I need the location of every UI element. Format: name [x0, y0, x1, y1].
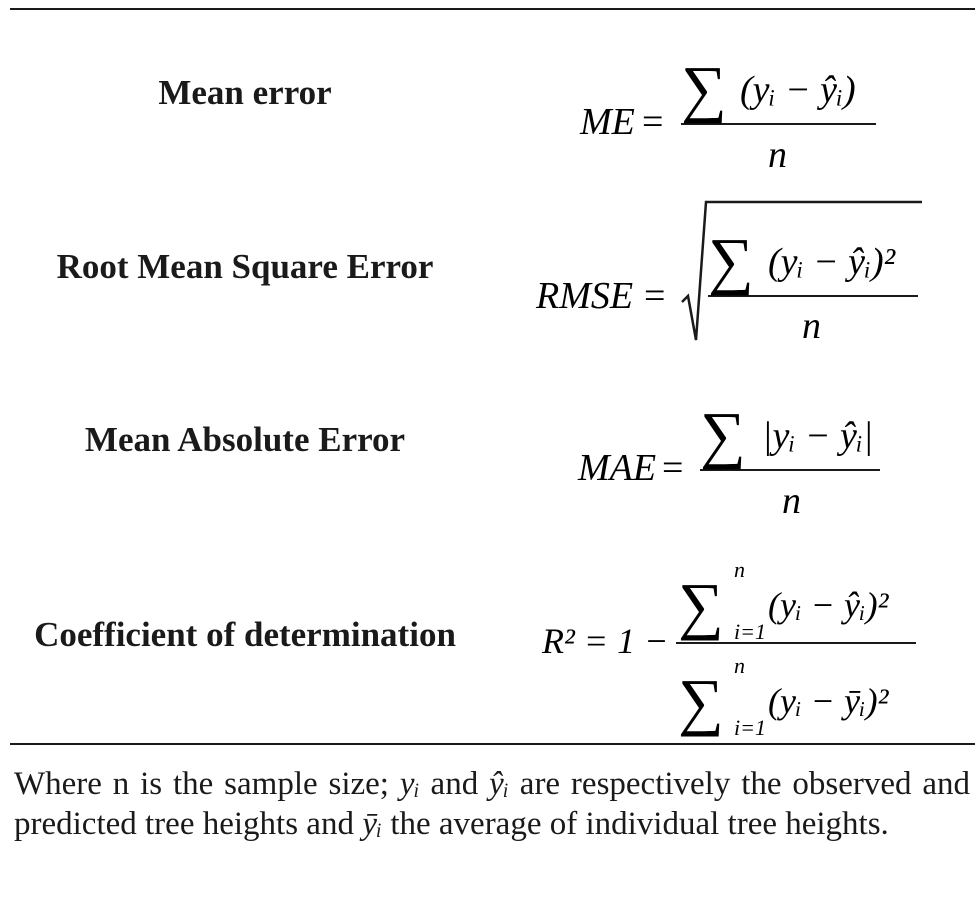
formula-mae-numerator: |yᵢ − ŷᵢ| [762, 415, 873, 457]
table-footnote: Where n is the sample size; yᵢ and ŷᵢ ar… [14, 764, 970, 844]
row-label-mean-error: Mean error [158, 73, 332, 112]
formula-r2-svg: R² = 1 − ∑ n i=1 (yᵢ − ŷᵢ)² ∑ n i=1 (yᵢ … [541, 557, 916, 740]
formula-rmse-numerator: (yᵢ − ŷᵢ)² [768, 241, 896, 283]
formula-rmse-denominator: n [802, 305, 821, 347]
formula-r2-denominator: (yᵢ − ȳᵢ)² [768, 681, 890, 721]
formula-r2-numerator: (yᵢ − ŷᵢ)² [768, 585, 890, 625]
formula-mae-denominator: n [782, 480, 801, 518]
sum-lower-limit: i=1 [734, 619, 766, 644]
formula-rmse: RMSE = ∑ (yᵢ − ŷᵢ)² n [534, 198, 934, 353]
formula-mae: MAE = ∑ |yᵢ − ŷᵢ| n [576, 388, 896, 523]
sum-lower-limit: i=1 [734, 715, 766, 740]
equals-sign: = [644, 275, 665, 317]
formula-rmse-lhs: RMSE [535, 275, 633, 317]
formula-r2: R² = 1 − ∑ n i=1 (yᵢ − ŷᵢ)² ∑ n i=1 (yᵢ … [540, 555, 940, 745]
formula-rmse-svg: RMSE = ∑ (yᵢ − ŷᵢ)² n [535, 200, 922, 347]
formula-me: ME = ∑ (yᵢ − ŷᵢ) n [578, 42, 898, 177]
formula-me-lhs: ME [579, 101, 635, 143]
sigma-symbol: ∑ [681, 53, 727, 124]
equals-sign: = [642, 101, 663, 143]
row-label-r2: Coefficient of determination [34, 615, 456, 654]
formula-mae-lhs: MAE [577, 447, 656, 489]
sigma-symbol: ∑ [678, 570, 724, 641]
sqrt-icon [681, 200, 922, 341]
row-label-rmse: Root Mean Square Error [56, 247, 434, 286]
sigma-symbol: ∑ [678, 666, 724, 737]
formula-mae-svg: MAE = ∑ |yᵢ − ŷᵢ| n [577, 399, 880, 522]
formula-me-svg: ME = ∑ (yᵢ − ŷᵢ) n [579, 53, 876, 176]
footnote-text: the average of individual tree heights. [382, 806, 889, 842]
formula-me-denominator: n [768, 134, 787, 172]
formula-me-numerator: (yᵢ − ŷᵢ) [740, 69, 856, 111]
sigma-symbol: ∑ [708, 225, 754, 296]
sum-upper-limit: n [734, 653, 745, 678]
equals-sign: = [662, 447, 683, 489]
table-bottom-rule [10, 743, 975, 745]
footnote-text: are respectively the observed and predic… [14, 766, 971, 842]
table-top-rule [10, 8, 975, 10]
sigma-symbol: ∑ [700, 399, 746, 470]
formula-r2-lhs: R² = 1 − [541, 621, 668, 661]
footnote-var-y: yᵢ [399, 766, 420, 802]
sum-upper-limit: n [734, 557, 745, 582]
footnote-var-yhat: ŷᵢ [489, 766, 509, 802]
row-label-mae: Mean Absolute Error [84, 420, 406, 459]
footnote-var-ybar: ȳᵢ [362, 806, 383, 842]
footnote-text: and [419, 766, 490, 802]
footnote-text: Where n is the sample size; [14, 766, 400, 802]
